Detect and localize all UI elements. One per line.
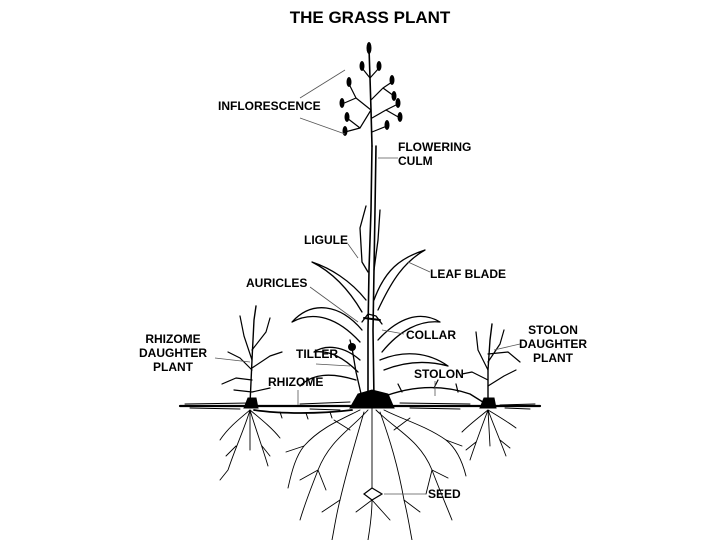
label-stolon-daughter-2: DAUGHTER (519, 337, 587, 351)
label-tiller: TILLER (296, 347, 338, 361)
label-rhizome-daughter-1: RHIZOME (145, 332, 200, 346)
label-rhizome-daughter-2: DAUGHTER (139, 346, 207, 360)
inflorescence (339, 42, 403, 147)
rhizome-daughter-plant (221, 305, 283, 409)
label-collar: COLLAR (406, 328, 456, 342)
label-leaf-blade: LEAF BLADE (430, 267, 506, 281)
label-stolon: STOLON (414, 367, 464, 381)
leader-lines (214, 69, 521, 495)
rhizome-stem (253, 409, 353, 420)
label-seed: SEED (428, 487, 461, 501)
label-inflorescence: INFLORESCENCE (218, 99, 321, 113)
label-ligule: LIGULE (304, 233, 348, 247)
labels: INFLORESCENCE FLOWERING CULM LIGULE LEAF… (139, 99, 587, 501)
diagram-title: THE GRASS PLANT (290, 8, 451, 27)
rhizome-daughter-roots (219, 409, 281, 481)
main-roots (285, 407, 467, 540)
stolon-daughter-roots (461, 409, 517, 461)
label-auricles: AURICLES (246, 276, 307, 290)
leaf-blades (291, 249, 487, 409)
label-flowering-culm-2: CULM (398, 154, 433, 168)
stolon-daughter-plant (461, 323, 521, 409)
label-flowering-culm-1: FLOWERING (398, 140, 471, 154)
label-stolon-daughter-3: PLANT (533, 351, 574, 365)
label-rhizome: RHIZOME (268, 375, 323, 389)
label-rhizome-daughter-3: PLANT (153, 360, 194, 374)
label-stolon-daughter-1: STOLON (528, 323, 578, 337)
seed (363, 487, 384, 501)
main-culm (359, 145, 381, 401)
